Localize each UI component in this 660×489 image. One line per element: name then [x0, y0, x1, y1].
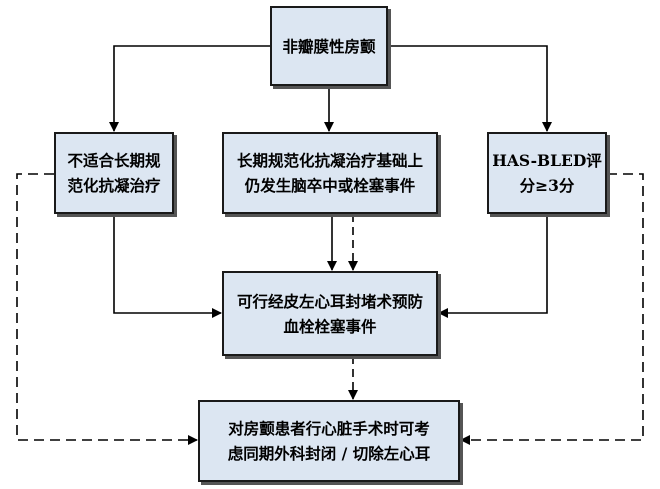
node-text: 范化抗凝治疗 — [67, 176, 161, 195]
node-text: 虑同期外科封闭 / 切除左心耳 — [227, 444, 431, 463]
node-text: 长期规范化抗凝治疗基础上 — [236, 151, 423, 170]
node-text: 分≥3分 — [519, 176, 575, 195]
node-text: 血栓栓塞事件 — [283, 316, 377, 336]
edge-left-to-bottom — [16, 173, 198, 445]
node-text: 仍发生脑卒中或栓塞事件 — [244, 176, 416, 195]
node-text: 不适合长期规 — [67, 151, 161, 170]
node-text: 对房颤患者行心脏手术时可考 — [228, 419, 430, 438]
node-text: 非瓣膜性房颤 — [282, 36, 376, 56]
node-text: HAS-BLED评 — [492, 151, 602, 170]
node-unsuitable-anticoagulation: 不适合长期规 范化抗凝治疗 — [54, 132, 174, 214]
node-has-bled-score: HAS-BLED评 分≥3分 — [487, 132, 607, 214]
edge-left-to-lower — [113, 214, 222, 318]
edge-top-to-right — [388, 45, 552, 132]
edge-right-to-lower — [438, 214, 548, 318]
node-laa-occlusion: 可行经皮左心耳封堵术预防 血栓栓塞事件 — [222, 271, 438, 356]
node-nonvalvular-af: 非瓣膜性房颤 — [270, 6, 388, 86]
node-text: 可行经皮左心耳封堵术预防 — [236, 291, 423, 311]
edge-right-to-bottom — [460, 173, 644, 445]
node-surgical-laa-closure: 对房颤患者行心脏手术时可考 虑同期外科封闭 / 切除左心耳 — [198, 400, 460, 482]
edge-top-to-left — [109, 45, 270, 132]
node-stroke-despite-anticoagulation: 长期规范化抗凝治疗基础上 仍发生脑卒中或栓塞事件 — [222, 132, 438, 214]
